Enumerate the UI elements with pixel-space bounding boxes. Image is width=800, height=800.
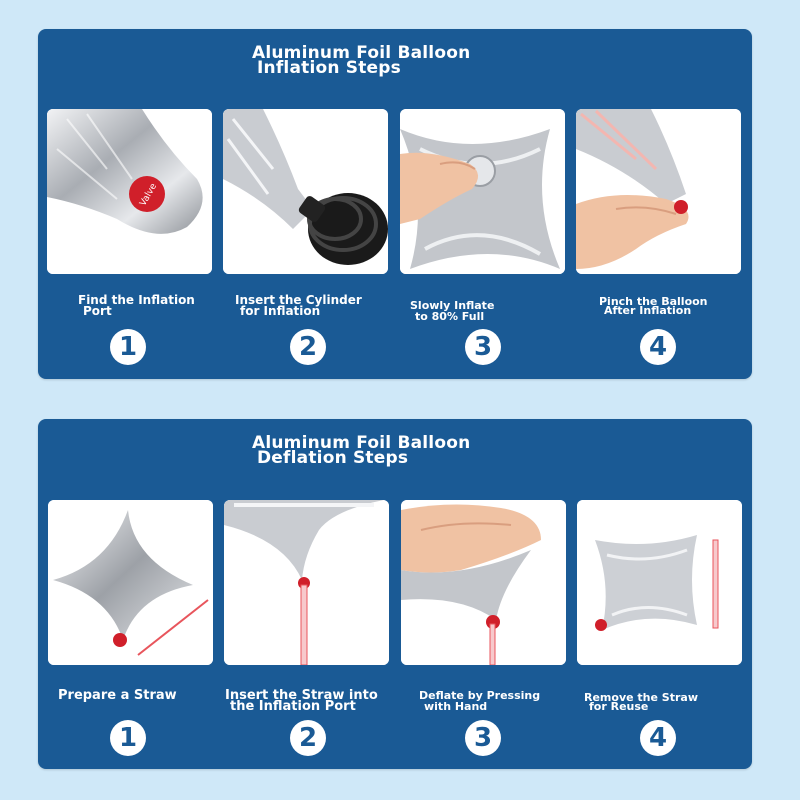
deflation-step-3-number: 3 — [465, 720, 501, 756]
deflation-step-3-photo — [401, 500, 566, 665]
deflation-step-2-caption: Insert the Straw into the Inflation Port — [225, 688, 405, 714]
deflation-panel: Aluminum Foil Balloon Deflation Steps — [38, 419, 752, 769]
caption-line: the Inflation Port — [230, 699, 356, 714]
inflation-step-1-caption: Find the Inflation Port — [78, 293, 258, 318]
caption-line: Insert the Cylinder — [235, 293, 362, 307]
balloon-valve-image: Valve — [47, 109, 212, 274]
caption-line: Slowly Inflate — [410, 299, 495, 312]
deflation-step-3-caption: Deflate by Pressing with Hand — [419, 690, 599, 712]
inflation-step-1-number: 1 — [110, 329, 146, 365]
caption-line: for Inflation — [240, 304, 321, 318]
caption-line: Deflate by Pressing — [419, 689, 541, 702]
straw-icon — [489, 623, 496, 665]
deflation-step-4-number: 4 — [640, 720, 676, 756]
caption-line: Find the Inflation — [78, 293, 195, 307]
deflation-step-1-photo — [48, 500, 213, 665]
star-balloon-straw-image — [48, 500, 213, 665]
inflation-step-1-photo: Valve — [47, 109, 212, 274]
deflation-title-line2: Deflation Steps — [257, 448, 409, 468]
caption-line: Prepare a Straw — [58, 688, 177, 703]
press-balloon-image — [401, 500, 566, 665]
flat-balloon-image — [577, 500, 742, 665]
valve-dot-icon — [674, 200, 688, 214]
deflation-step-4-caption: Remove the Straw for Reuse — [584, 691, 764, 713]
caption-line: After Inflation — [604, 304, 692, 317]
deflation-title: Aluminum Foil Balloon Deflation Steps — [252, 433, 552, 468]
inflation-title-line2: Inflation Steps — [257, 58, 401, 78]
inflation-step-3-caption: Slowly Inflate to 80% Full — [410, 300, 590, 322]
caption-line: Insert the Straw into — [225, 688, 378, 703]
straw-insert-image — [224, 500, 389, 665]
inflation-step-2-photo — [223, 109, 388, 274]
caption-line: to 80% Full — [415, 310, 485, 323]
inflation-step-2-number: 2 — [290, 329, 326, 365]
pump-cylinder-image — [223, 109, 388, 274]
deflation-title-line1: Aluminum Foil Balloon — [252, 433, 471, 453]
caption-line: for Reuse — [589, 700, 649, 713]
straw-icon — [712, 539, 719, 629]
inflation-step-3-number: 3 — [465, 329, 501, 365]
caption-line: Pinch the Balloon — [599, 295, 708, 308]
inflation-step-4-caption: Pinch the Balloon After Inflation — [599, 295, 779, 317]
deflation-step-1-number: 1 — [110, 720, 146, 756]
inflation-step-2-caption: Insert the Cylinder for Inflation — [235, 293, 415, 318]
caption-line: with Hand — [424, 700, 488, 713]
deflation-step-1-caption: Prepare a Straw — [58, 688, 238, 703]
valve-dot-icon — [129, 176, 165, 212]
deflation-step-2-photo — [224, 500, 389, 665]
valve-dot-icon — [113, 633, 127, 647]
inflation-step-4-photo — [576, 109, 741, 274]
star-balloon-hand-image — [400, 109, 565, 274]
pinch-balloon-image — [576, 109, 741, 274]
inflation-step-4-number: 4 — [640, 329, 676, 365]
valve-dot-icon — [595, 619, 607, 631]
straw-icon — [137, 599, 209, 656]
inflation-title-line1: Aluminum Foil Balloon — [252, 43, 471, 63]
deflation-step-2-number: 2 — [290, 720, 326, 756]
caption-line: Remove the Straw — [584, 691, 698, 704]
inflation-title: Aluminum Foil Balloon Inflation Steps — [252, 43, 552, 78]
deflation-step-4-photo — [577, 500, 742, 665]
inflation-panel: Aluminum Foil Balloon Inflation Steps Va… — [38, 29, 752, 379]
caption-line: Port — [83, 304, 112, 318]
straw-icon — [300, 584, 308, 665]
inflation-step-3-photo — [400, 109, 565, 274]
